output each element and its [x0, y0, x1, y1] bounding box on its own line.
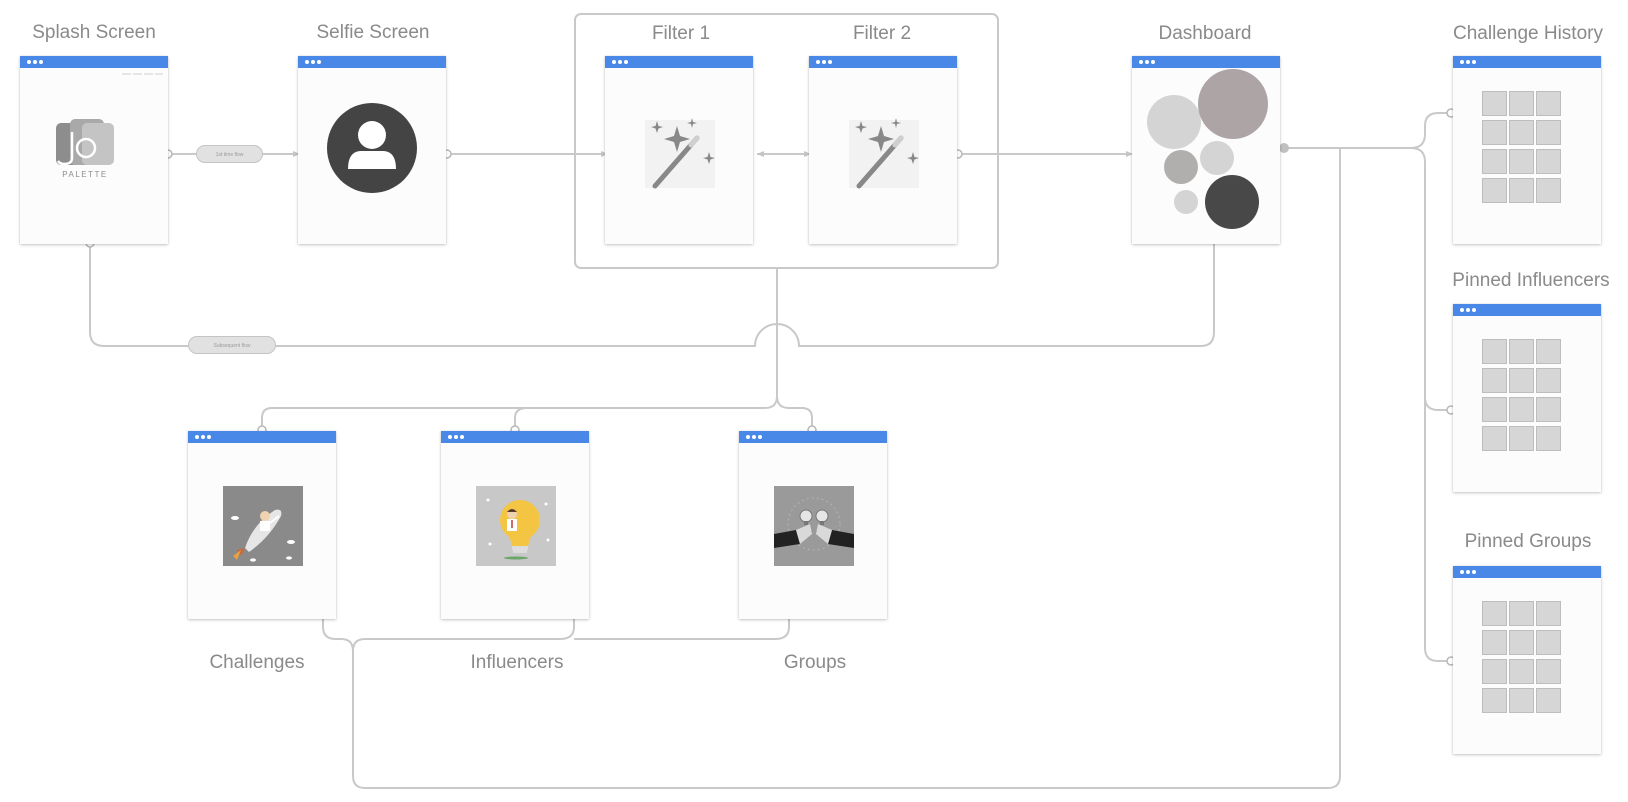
- dashboard-screen-card[interactable]: [1132, 56, 1280, 244]
- filter-group-frame: [574, 13, 999, 269]
- window-title-bar: [298, 56, 446, 68]
- title-splash-screen: Splash Screen: [32, 22, 156, 43]
- title-challenge-history: Challenge History: [1453, 23, 1603, 44]
- title-pinned-groups: Pinned Groups: [1464, 531, 1592, 552]
- dashboard-out-node: [1279, 143, 1289, 153]
- window-title-bar: [1132, 56, 1280, 68]
- rocket-illustration: [223, 486, 303, 566]
- magic-wand-icon: [645, 118, 715, 189]
- palette-logo: PALETTE: [56, 73, 163, 179]
- challenge-history-screen-card[interactable]: [1453, 56, 1601, 244]
- lightbulb-illustration: [476, 486, 556, 566]
- window-title-bar: [1453, 304, 1601, 316]
- filter-2-screen-card[interactable]: [809, 56, 957, 244]
- groups-screen-card[interactable]: [739, 431, 887, 619]
- palette-logo-text: PALETTE: [62, 170, 107, 179]
- pinned-influencers-screen-card[interactable]: [1453, 304, 1601, 492]
- title-selfie-screen: Selfie Screen: [316, 22, 430, 43]
- influencers-screen-card[interactable]: [441, 431, 589, 619]
- bubble-cluster: [1147, 69, 1268, 229]
- thumbnail-grid: [1482, 601, 1571, 717]
- first-time-flow-label: 1st time flow: [196, 145, 263, 163]
- subsequent-flow-label: Subsequent flow: [188, 336, 276, 354]
- window-title-bar: [1453, 566, 1601, 578]
- filter-1-screen-card[interactable]: [605, 56, 753, 244]
- pinned-groups-screen-card[interactable]: [1453, 566, 1601, 754]
- window-title-bar: [1453, 56, 1601, 68]
- title-groups: Groups: [783, 652, 847, 673]
- window-title-bar: [441, 431, 589, 443]
- window-title-bar: [809, 56, 957, 68]
- challenges-screen-card[interactable]: [188, 431, 336, 619]
- window-title-bar: [188, 431, 336, 443]
- handshake-illustration: [774, 486, 854, 566]
- title-dashboard: Dashboard: [1158, 23, 1252, 44]
- title-influencers: Influencers: [470, 652, 564, 673]
- window-title-bar: [20, 56, 168, 68]
- window-title-bar: [739, 431, 887, 443]
- title-filter-1: Filter 1: [651, 23, 711, 44]
- splash-screen-card[interactable]: PALETTE: [20, 56, 168, 244]
- title-pinned-influencers: Pinned Influencers: [1452, 270, 1610, 291]
- selfie-screen-card[interactable]: [298, 56, 446, 244]
- window-title-bar: [605, 56, 753, 68]
- user-silhouette-icon: [327, 103, 417, 193]
- magic-wand-icon: [849, 118, 919, 189]
- title-filter-2: Filter 2: [852, 23, 912, 44]
- title-challenges: Challenges: [209, 652, 305, 673]
- thumbnail-grid: [1482, 339, 1571, 455]
- thumbnail-grid: [1482, 91, 1571, 207]
